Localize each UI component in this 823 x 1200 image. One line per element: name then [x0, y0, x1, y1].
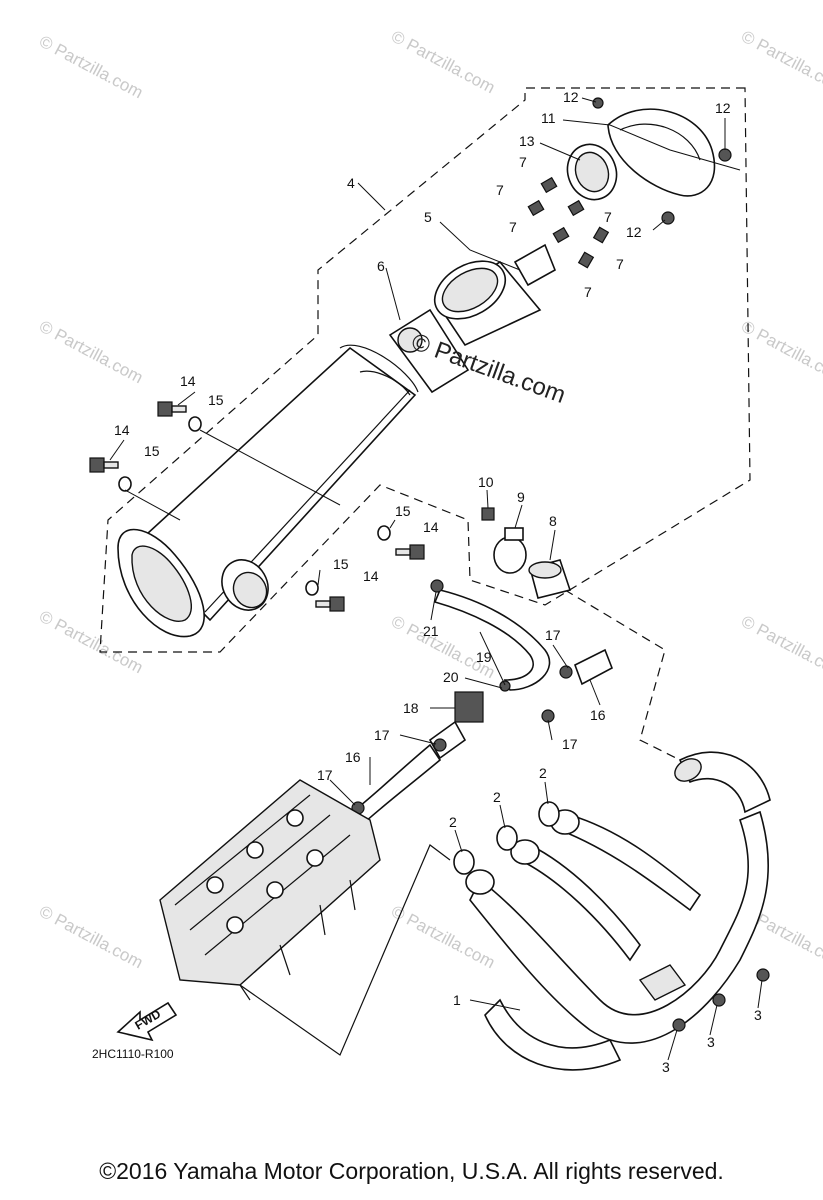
callout-15: 15 [395, 503, 411, 519]
bolts-14-washers-15 [89, 401, 425, 612]
watermark: © Partzilla.com [738, 27, 823, 98]
tail-pipe-5 [433, 243, 557, 347]
callout-11: 11 [541, 110, 556, 126]
callout-15: 15 [208, 392, 224, 408]
watermark: © Partzilla.com [36, 902, 146, 973]
watermark: © Partzilla.com [36, 32, 146, 103]
callout-7: 7 [604, 209, 612, 225]
callout-7: 7 [584, 284, 592, 300]
hose-system [351, 579, 614, 824]
watermark: © Partzilla.com [738, 317, 823, 388]
leader-lines [109, 97, 763, 1061]
callout-2: 2 [539, 765, 547, 781]
callout-14: 14 [363, 568, 379, 584]
callout-10: 10 [478, 474, 494, 490]
callout-9: 9 [517, 489, 525, 505]
callout-17: 17 [545, 627, 561, 643]
copyright-notice: ©2016 Yamaha Motor Corporation, U.S.A. A… [99, 1158, 724, 1184]
nuts-3 [672, 968, 770, 1032]
seal-13 [566, 143, 618, 201]
callout-20: 20 [443, 669, 459, 685]
callout-15: 15 [333, 556, 349, 572]
gaskets-2 [453, 801, 560, 875]
cylinder-head [159, 779, 381, 1001]
callout-7: 7 [616, 256, 624, 272]
exhaust-header-1 [465, 751, 771, 1071]
callout-labels: 12 12 11 13 7 7 4 7 7 12 5 7 6 7 14 15 1… [114, 89, 762, 1075]
callout-6: 6 [377, 258, 385, 274]
callout-14: 14 [423, 519, 439, 535]
muffler-body [117, 344, 419, 638]
callout-3: 3 [754, 1007, 762, 1023]
watermark: © Partzilla.com [738, 612, 823, 683]
callout-2: 2 [449, 814, 457, 830]
engine-reference-line [239, 844, 451, 1056]
callout-1: 1 [453, 992, 461, 1008]
callout-7: 7 [496, 182, 504, 198]
callout-17: 17 [562, 736, 578, 752]
callout-8: 8 [549, 513, 557, 529]
callout-17: 17 [374, 727, 390, 743]
bolts-7 [527, 176, 610, 269]
watermark: © Partzilla.com [388, 27, 498, 98]
callout-14: 14 [180, 373, 196, 389]
callout-15: 15 [144, 443, 160, 459]
end-cover-11 [607, 108, 716, 197]
callout-12: 12 [626, 224, 642, 240]
diagram-code: 2HC1110-R100 [92, 1047, 174, 1061]
gasket-6 [388, 308, 470, 394]
callout-5: 5 [424, 209, 432, 225]
clamp-9-bolt-10 [481, 507, 527, 574]
callout-3: 3 [662, 1059, 670, 1075]
screws-12 [592, 97, 732, 225]
muffler-inlet-pipe [221, 559, 269, 611]
gasket-8 [528, 559, 572, 599]
header-assembly-boundary [564, 589, 681, 761]
callout-4: 4 [347, 175, 355, 191]
callout-12: 12 [563, 89, 579, 105]
callout-14: 14 [114, 422, 130, 438]
callout-7: 7 [509, 219, 517, 235]
callout-3: 3 [707, 1034, 715, 1050]
callout-13: 13 [519, 133, 535, 149]
callout-2: 2 [493, 789, 501, 805]
callout-16: 16 [590, 707, 606, 723]
muffler-assembly-boundary [99, 87, 751, 653]
callout-18: 18 [403, 700, 419, 716]
callout-21: 21 [423, 623, 439, 639]
fwd-arrow: FWD [116, 1001, 178, 1042]
callout-19: 19 [476, 649, 492, 665]
watermark: © Partzilla.com [36, 317, 146, 388]
callout-12: 12 [715, 100, 731, 116]
callout-16: 16 [345, 749, 361, 765]
callout-7: 7 [519, 154, 527, 170]
callout-17: 17 [317, 767, 333, 783]
watermark: © Partzilla.com [36, 607, 146, 678]
